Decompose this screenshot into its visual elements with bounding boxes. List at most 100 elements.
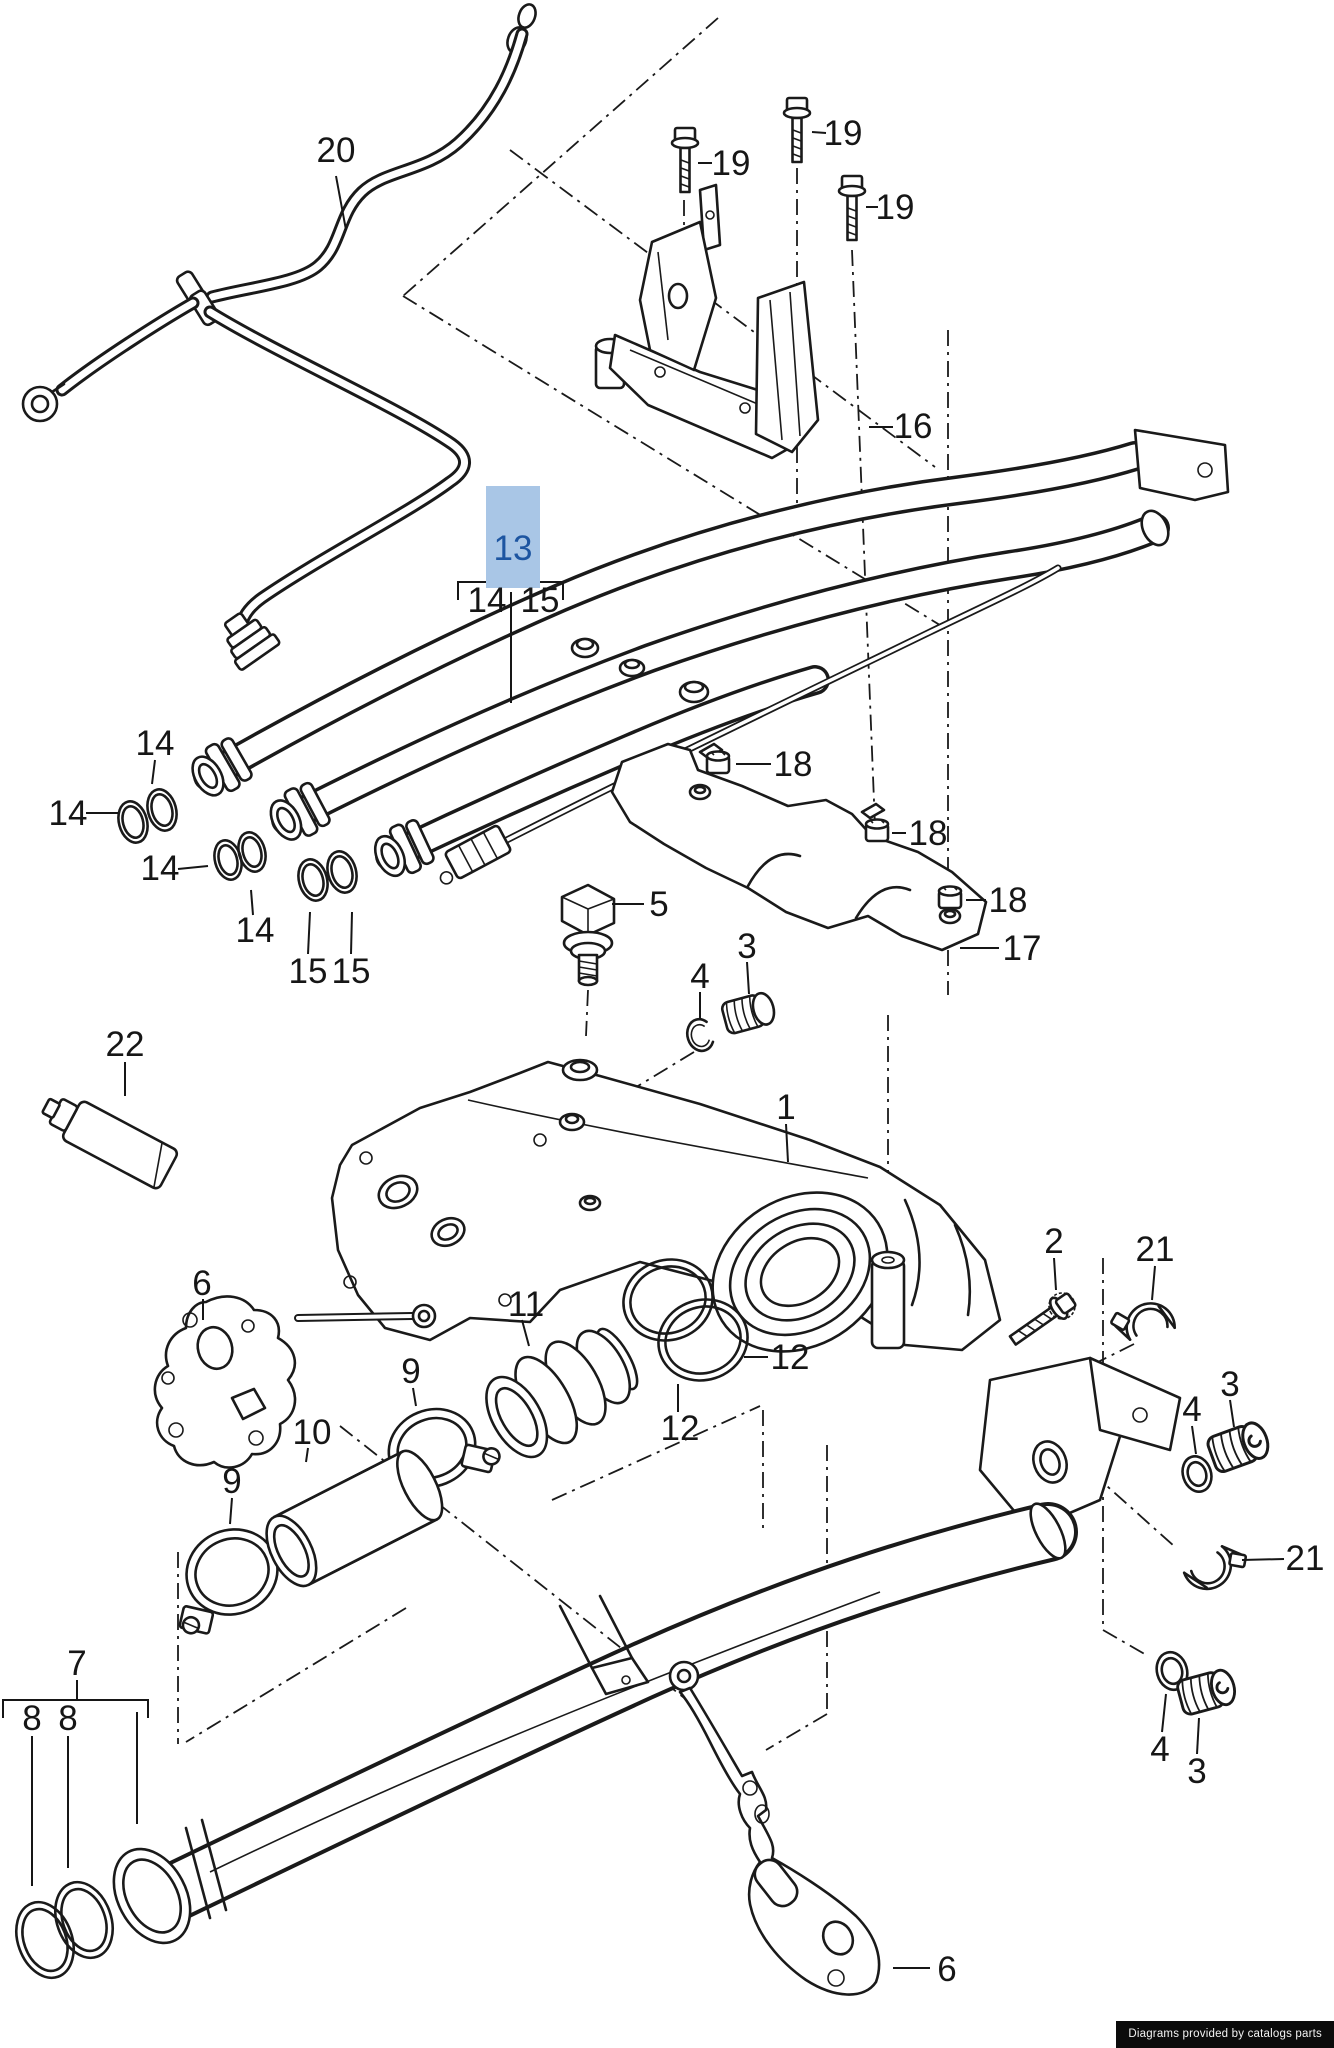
- callout-10: 10: [293, 1413, 332, 1452]
- leader-line: [307, 911, 311, 955]
- callout-20: 20: [317, 131, 356, 170]
- part-19-bolt: [837, 174, 867, 242]
- part-19-bolt: [670, 126, 700, 194]
- callout-14: 14: [136, 724, 175, 763]
- callout-22: 22: [106, 1025, 145, 1064]
- hose-connector: [439, 824, 512, 885]
- callout-6: 6: [937, 1950, 956, 1989]
- part-18-grommet: [937, 885, 963, 910]
- callout-9: 9: [222, 1462, 241, 1501]
- part-8-seal-ring: [15, 1900, 75, 1980]
- callout-15: 15: [289, 952, 328, 991]
- callout-19: 19: [712, 144, 751, 183]
- phantom-centerlines: [177, 17, 1175, 1751]
- callout-21: 21: [1136, 1230, 1175, 1269]
- part-6-gasket-left: [153, 1295, 297, 1469]
- leader-line: [1229, 1399, 1235, 1428]
- part-15-seal-rings: [297, 850, 358, 902]
- phantom-line: [851, 249, 876, 827]
- part-18-grommet: [864, 818, 890, 843]
- part-4-snap-ring: [685, 1017, 715, 1053]
- leader-line: [151, 759, 156, 785]
- part-12-oring: [657, 1298, 749, 1382]
- part-12-oring: [622, 1258, 714, 1342]
- callout-7: 7: [67, 1644, 86, 1683]
- hose-end-connector: [223, 612, 281, 671]
- callout-18: 18: [989, 881, 1028, 920]
- leader-line: [250, 889, 254, 916]
- leader-line: [811, 131, 827, 134]
- part-3-plug: [1176, 1668, 1236, 1716]
- callout-9: 9: [401, 1352, 420, 1391]
- callout-19: 19: [824, 114, 863, 153]
- part-11-connector-sleeve: [485, 1327, 639, 1459]
- leader-line: [521, 1319, 530, 1347]
- callout-6: 6: [192, 1264, 211, 1303]
- part-10-hose: [265, 1449, 444, 1588]
- watermark: Diagrams provided by catalogs parts: [1116, 2021, 1334, 2048]
- leader-line: [1161, 1693, 1167, 1733]
- part-3-plug: [1206, 1421, 1270, 1473]
- part-6-gasket-bottom: [668, 1660, 881, 1996]
- part-22-sealant-tube: [41, 1097, 179, 1190]
- callout-18: 18: [774, 745, 813, 784]
- phantom-line: [551, 1405, 761, 1501]
- leader-line: [1151, 1265, 1156, 1301]
- part-5-sensor: [560, 883, 616, 987]
- part-1-housing: [294, 1058, 1182, 1532]
- callout-1: 1: [776, 1088, 795, 1127]
- callout-3: 3: [1220, 1365, 1239, 1404]
- leader-line: [785, 1123, 789, 1163]
- phantom-line: [185, 1607, 407, 1743]
- callout-4: 4: [690, 957, 709, 996]
- part-7-pipe: [112, 1502, 1078, 1945]
- phantom-line: [402, 17, 719, 297]
- leader-line: [305, 1447, 309, 1463]
- callout-2: 2: [1044, 1222, 1063, 1261]
- callout-11: 11: [508, 1285, 544, 1324]
- callout-14: 14: [236, 911, 275, 950]
- callout-3: 3: [1187, 1752, 1206, 1791]
- phantom-line: [509, 149, 936, 468]
- leader-line: [1191, 1425, 1197, 1455]
- callout-12: 12: [661, 1409, 700, 1448]
- part-14-seal-rings: [117, 788, 267, 881]
- callout-4: 4: [1182, 1390, 1201, 1429]
- callout-14: 14: [141, 849, 180, 888]
- part-19-bolt: [782, 96, 812, 164]
- callout-13: 13: [494, 529, 533, 568]
- leader-line: [412, 1387, 417, 1407]
- leader-line: [1196, 1717, 1200, 1755]
- leader-line: [350, 911, 353, 955]
- part-21-spring-clamp: [1182, 1545, 1248, 1591]
- callout-3: 3: [737, 927, 756, 966]
- callout-15: 15: [332, 952, 371, 991]
- part-8-seal-ring: [54, 1880, 114, 1960]
- phantom-line: [585, 989, 589, 1037]
- leader-line: [177, 865, 209, 870]
- callout-12: 12: [771, 1338, 810, 1377]
- callout-8: 8: [22, 1699, 41, 1738]
- phantom-line: [1102, 1629, 1149, 1657]
- part-3-plug: [720, 991, 776, 1035]
- part-16-bracket: [608, 183, 820, 460]
- callout-18: 18: [909, 814, 948, 853]
- callout-14: 14: [468, 581, 507, 620]
- leader-line: [1241, 1558, 1285, 1561]
- part-20-hose: [21, 3, 537, 671]
- highlight-box: [486, 486, 540, 588]
- callout-19: 19: [876, 188, 915, 227]
- callout-17: 17: [1003, 929, 1042, 968]
- callout-14: 14: [49, 794, 88, 833]
- callout-5: 5: [649, 885, 668, 924]
- part-13-pipe-assembly: [191, 337, 1230, 885]
- callout-8: 8: [58, 1699, 77, 1738]
- part-21-spring-clamp: [1110, 1302, 1176, 1341]
- callout-15: 15: [521, 581, 560, 620]
- leader-line: [1053, 1257, 1057, 1291]
- leader-line: [229, 1497, 233, 1525]
- leader-line: [335, 175, 347, 231]
- leader-line: [746, 961, 750, 995]
